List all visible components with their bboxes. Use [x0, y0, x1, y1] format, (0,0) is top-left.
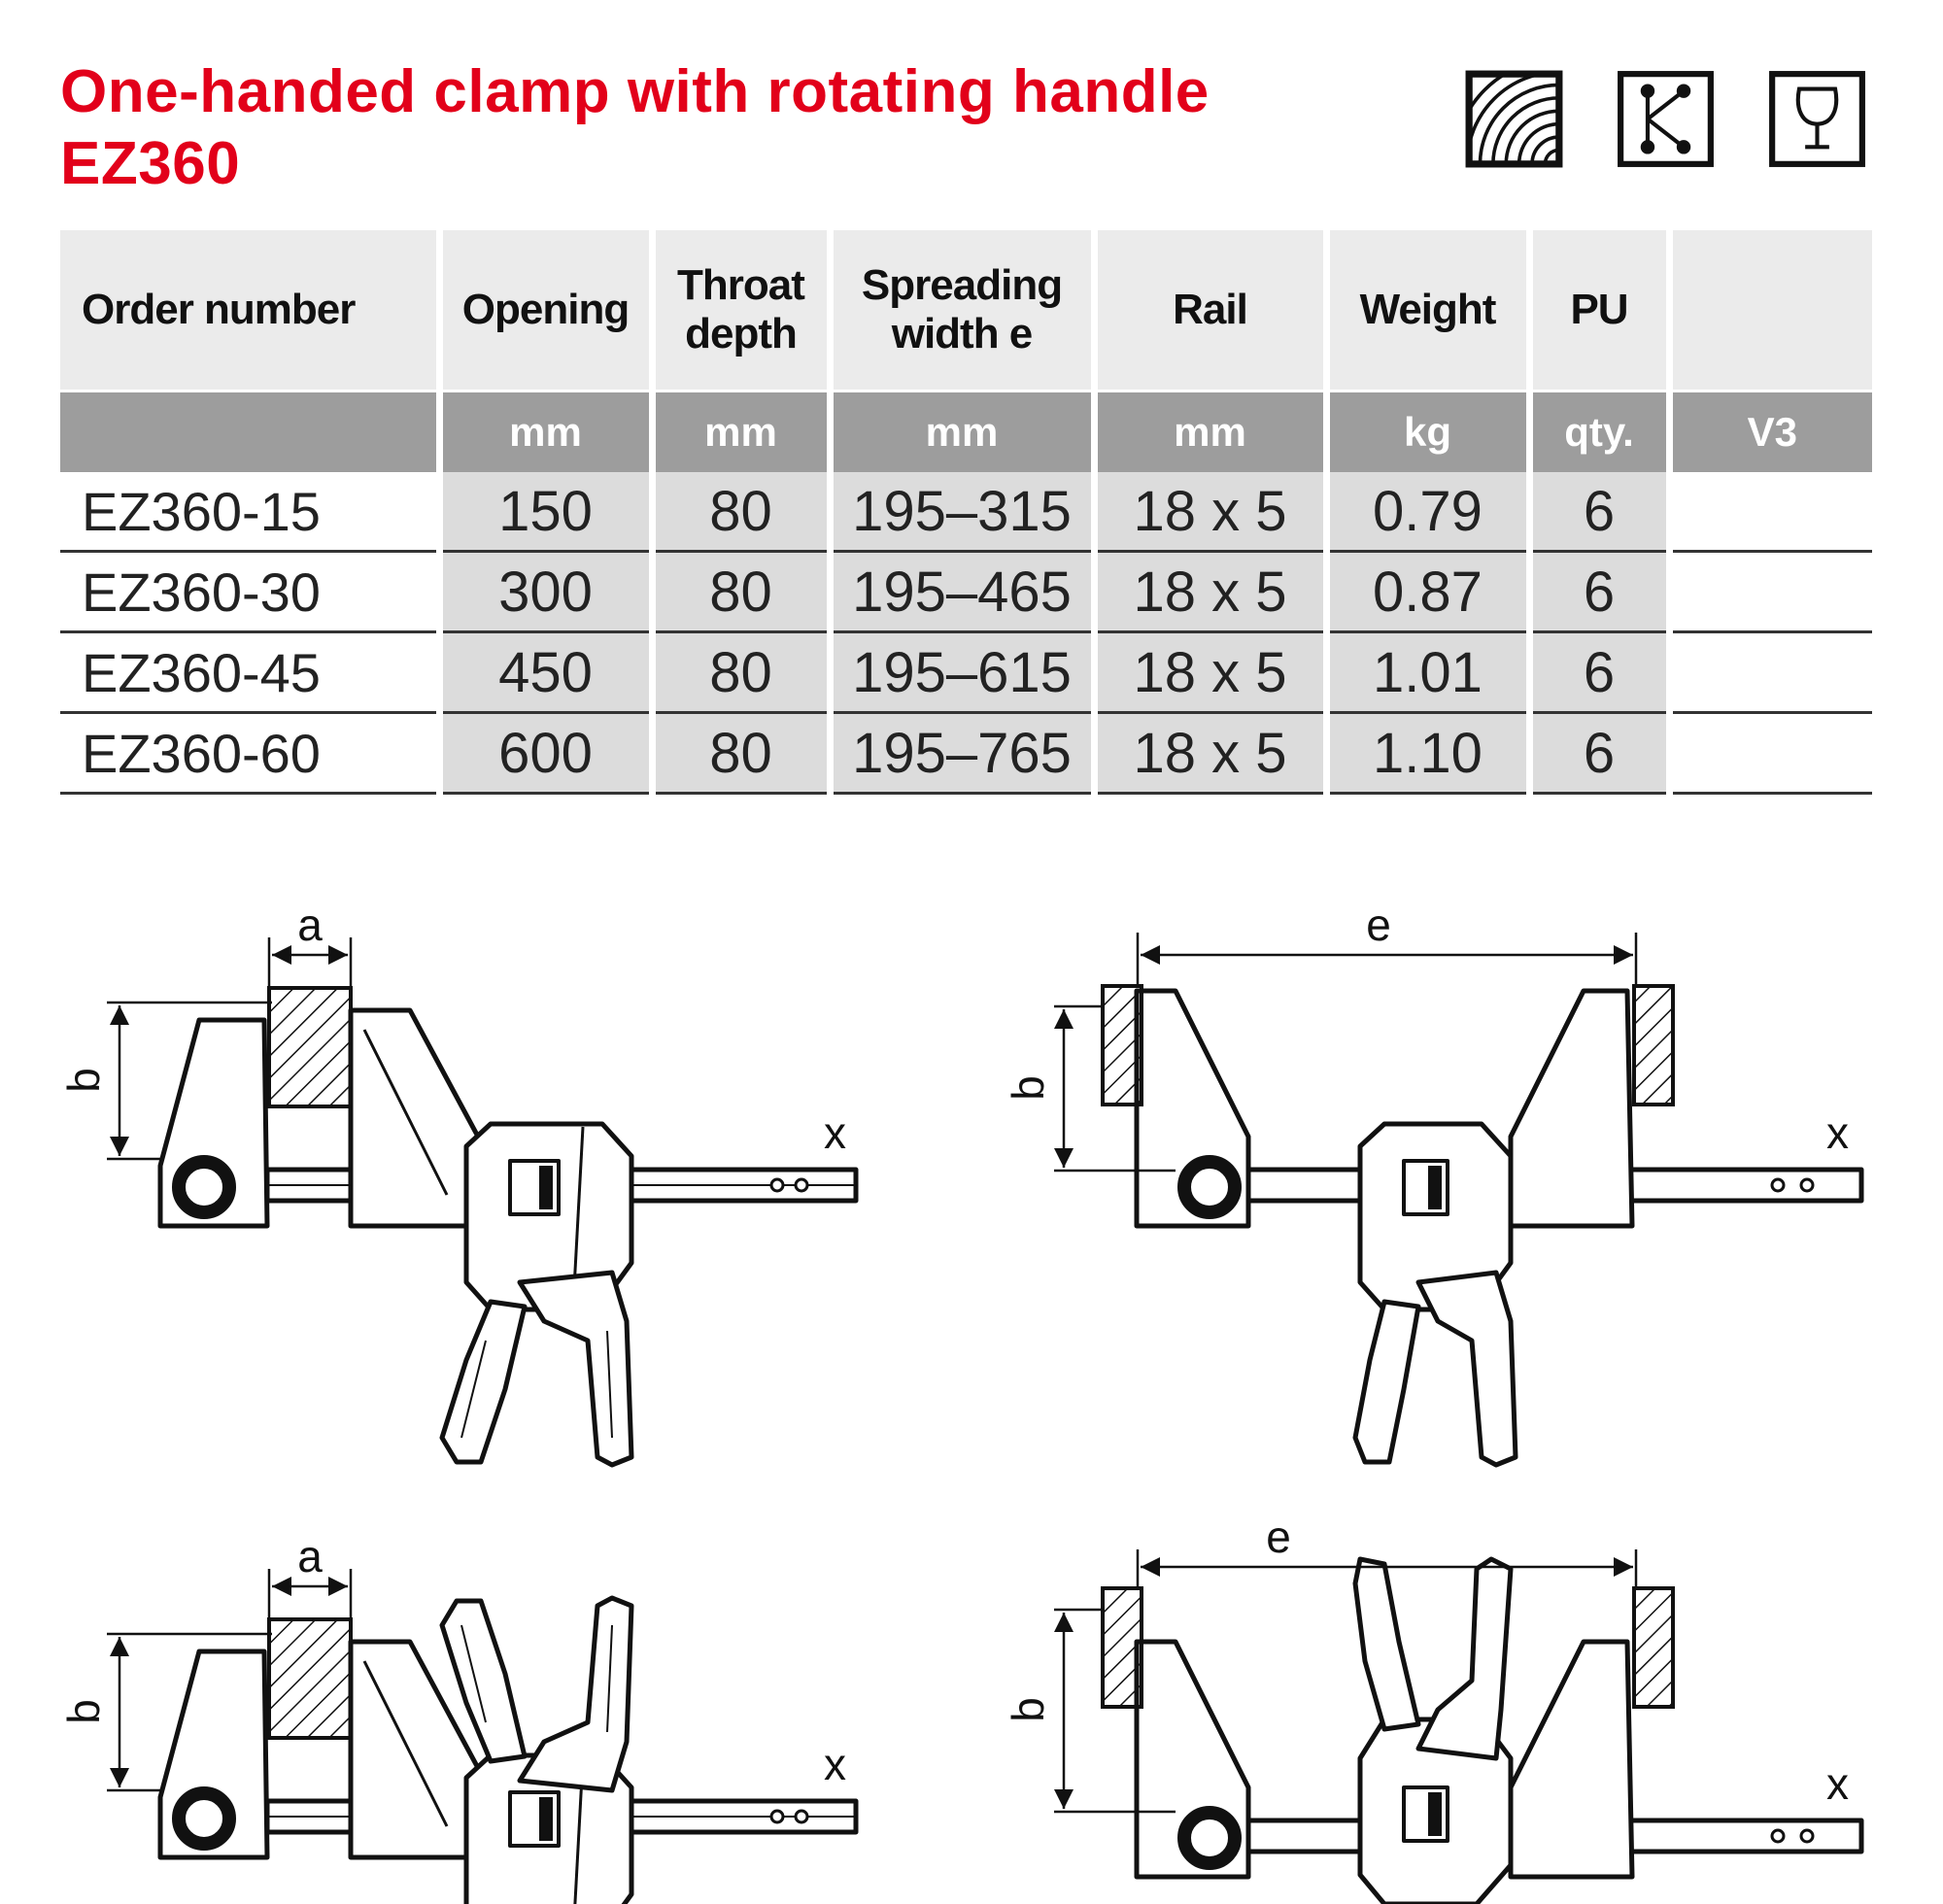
rail-cell: 18 x 5: [1090, 472, 1326, 553]
workpiece: [1632, 984, 1675, 1106]
weight-cell: 1.01: [1322, 631, 1529, 714]
header-pu: PU: [1525, 230, 1669, 391]
unit-cell: mm: [826, 390, 1094, 472]
plastic-material-icon: [1618, 71, 1714, 167]
units-row: mm mm mm mm kg qty. V3: [60, 390, 1872, 472]
extra-cell: [1665, 712, 1872, 795]
unit-cell: qty.: [1525, 390, 1669, 472]
dimension-a-label: a: [297, 1531, 323, 1581]
dimension-b-label: b: [1003, 1075, 1053, 1101]
dimension-a-label: a: [297, 900, 323, 950]
pu-cell: 6: [1525, 472, 1669, 553]
spreading-width-cell: 195–765: [826, 712, 1094, 795]
dimension-b-label: b: [58, 1068, 109, 1093]
unit-cell: mm: [1090, 390, 1326, 472]
diagram-spreading-bottom: e b x: [1003, 1512, 1864, 1904]
wood-material-icon: [1465, 70, 1563, 168]
header-extra: [1665, 230, 1872, 391]
throat-depth-cell: 80: [648, 551, 830, 633]
pu-cell: 6: [1525, 551, 1669, 633]
fragile-glass-icon: [1769, 71, 1865, 167]
throat-depth-cell: 80: [648, 472, 830, 553]
unit-cell: mm: [648, 390, 830, 472]
unit-cell: [60, 390, 439, 472]
throat-depth-cell: 80: [648, 631, 830, 714]
header-order-number: Order number: [60, 230, 439, 391]
extra-cell: [1665, 631, 1872, 714]
extra-cell: [1665, 551, 1872, 633]
dimension-b-label: b: [58, 1699, 109, 1724]
workpiece: [1101, 984, 1143, 1106]
throat-depth-cell: 80: [648, 712, 830, 795]
rail-cell: 18 x 5: [1090, 712, 1326, 795]
header-opening: Opening: [435, 230, 652, 391]
order-number-cell: EZ360-45: [60, 631, 439, 714]
workpiece: [267, 986, 353, 1108]
workpiece: [267, 1617, 353, 1740]
header-throat-depth: Throat depth: [648, 230, 830, 391]
header-weight: Weight: [1322, 230, 1529, 391]
title-line-2: EZ360: [60, 130, 241, 197]
header-rail: Rail: [1090, 230, 1326, 391]
table-row: EZ360-15 150 80 195–315 18 x 5 0.79 6: [60, 472, 1872, 553]
rail-x-label: x: [1826, 1107, 1849, 1158]
order-number-cell: EZ360-15: [60, 472, 439, 553]
rail-cell: 18 x 5: [1090, 631, 1326, 714]
diagram-clamping-top: a b x: [58, 900, 856, 1465]
pu-cell: 6: [1525, 712, 1669, 795]
opening-cell: 450: [435, 631, 652, 714]
unit-cell: kg: [1322, 390, 1529, 472]
material-icons: [1464, 69, 1867, 169]
weight-cell: 0.87: [1322, 551, 1529, 633]
header-spreading-width: Spreading width e: [826, 230, 1094, 391]
diagram-spreading-top: e b x: [1003, 900, 1864, 1468]
rail-x-label: x: [824, 1739, 846, 1789]
diagram-clamping-bottom: a b x: [58, 1531, 856, 1904]
dimension-e-label: e: [1266, 1512, 1291, 1562]
extra-cell: [1665, 472, 1872, 553]
title-line-1: One-handed clamp with rotating handle: [60, 58, 1210, 125]
opening-cell: 150: [435, 472, 652, 553]
workpiece: [1101, 1586, 1143, 1709]
opening-cell: 600: [435, 712, 652, 795]
page-title: One-handed clamp with rotating handle EZ…: [60, 56, 1210, 200]
pu-cell: 6: [1525, 631, 1669, 714]
spec-table: Order number Opening Throat depth Spread…: [60, 230, 1872, 795]
weight-cell: 0.79: [1322, 472, 1529, 553]
rail-cell: 18 x 5: [1090, 551, 1326, 633]
spreading-width-cell: 195–465: [826, 551, 1094, 633]
dimension-e-label: e: [1366, 900, 1391, 950]
opening-cell: 300: [435, 551, 652, 633]
weight-cell: 1.10: [1322, 712, 1529, 795]
order-number-cell: EZ360-30: [60, 551, 439, 633]
unit-cell: mm: [435, 390, 652, 472]
dimension-b-label: b: [1003, 1697, 1053, 1722]
table-header-row: Order number Opening Throat depth Spread…: [60, 230, 1872, 391]
table-row: EZ360-30 300 80 195–465 18 x 5 0.87 6: [60, 551, 1872, 633]
table-row: EZ360-60 600 80 195–765 18 x 5 1.10 6: [60, 712, 1872, 795]
order-number-cell: EZ360-60: [60, 712, 439, 795]
spreading-width-cell: 195–615: [826, 631, 1094, 714]
workpiece: [1632, 1586, 1675, 1709]
spreading-width-cell: 195–315: [826, 472, 1094, 553]
rail-x-label: x: [1826, 1758, 1849, 1809]
table-row: EZ360-45 450 80 195–615 18 x 5 1.01 6: [60, 631, 1872, 714]
unit-cell: V3: [1665, 390, 1872, 472]
rail-x-label: x: [824, 1107, 846, 1158]
